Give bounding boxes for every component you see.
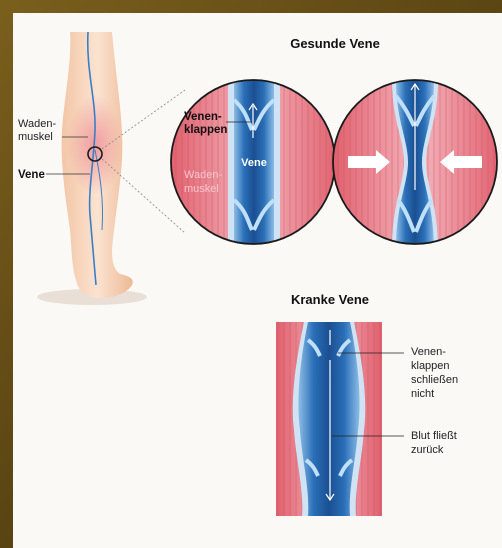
detail-label-vein: Vene: [241, 157, 267, 169]
diseased-label-flow-line2: zurück: [411, 444, 444, 456]
diseased-vein-illustration: [276, 322, 382, 516]
illustration-panel: Waden- muskel Vene Gesunde Vene Venen- k…: [13, 13, 502, 548]
leg-label-vein: Vene: [18, 169, 45, 181]
detail-label-muscle-line1: Waden-: [184, 169, 222, 181]
diseased-label-valves-line3: schließen: [411, 374, 458, 386]
leg-label-calf-line2: muskel: [18, 131, 53, 143]
diseased-label-flow-line1: Blut fließt: [411, 430, 457, 442]
title-healthy-vein: Gesunde Vene: [290, 36, 380, 51]
detail-label-valves-line2: klappen: [184, 124, 227, 136]
diseased-label-valves-line2: klappen: [411, 360, 450, 372]
leg-label-calf-line1: Waden-: [18, 118, 56, 130]
leg-illustration: Waden- muskel Vene: [18, 32, 185, 305]
diseased-label-valves-line1: Venen-: [411, 346, 446, 358]
detail-label-valves-line1: Venen-: [184, 111, 222, 123]
detail-label-muscle-line2: muskel: [184, 183, 219, 195]
title-diseased-vein: Kranke Vene: [291, 292, 369, 307]
calf-muscle-highlight: [67, 95, 123, 195]
illustration-svg: Waden- muskel Vene Gesunde Vene Venen- k…: [13, 13, 502, 548]
healthy-vein-circle-contracted: [333, 80, 502, 250]
diseased-label-valves-line4: nicht: [411, 388, 434, 400]
